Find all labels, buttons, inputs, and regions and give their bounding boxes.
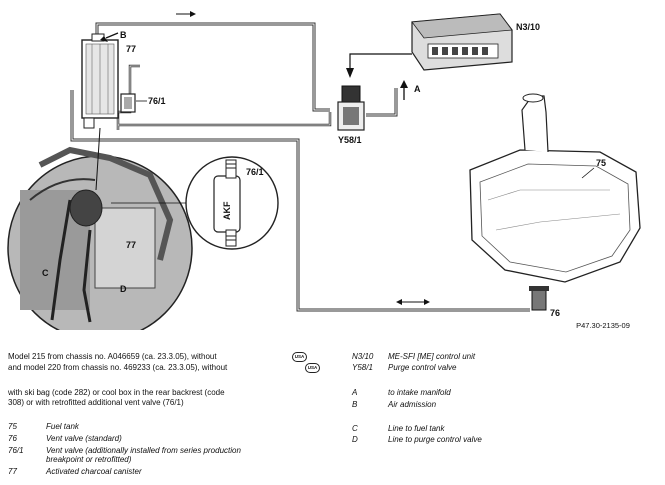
legend-text: Line to purge control valve xyxy=(388,435,482,444)
label-b-top: B xyxy=(120,30,127,40)
label-75: 75 xyxy=(596,158,606,168)
usa-badge-2: USA xyxy=(305,363,320,373)
vent-system-diagram: B 77 76/1 N3/10 Y58/1 A xyxy=(7,11,641,330)
legend-code: Y58/1 xyxy=(352,363,373,372)
legend-code: 77 xyxy=(8,467,17,476)
legend-code: D xyxy=(352,435,358,444)
charcoal-canister xyxy=(81,33,119,129)
inset-vehicle-interior xyxy=(7,146,193,330)
legend-text: Vent valve (additionally installed from … xyxy=(46,446,241,455)
fuel-tank xyxy=(469,93,641,283)
legend-code: B xyxy=(352,400,358,409)
label-d-inset: D xyxy=(120,284,127,294)
legend-text: Purge control valve xyxy=(388,363,457,372)
flow-arrow-top xyxy=(176,11,196,17)
label-a: A xyxy=(414,84,421,94)
label-77-top: 77 xyxy=(126,44,136,54)
legend-text: Fuel tank xyxy=(46,422,79,431)
label-761-detail: 76/1 xyxy=(246,167,264,177)
legend-code: 76/1 xyxy=(8,446,24,455)
note-line-3: with ski bag (code 282) or cool box in t… xyxy=(8,388,225,397)
legend-code: 76 xyxy=(8,434,17,443)
legend-text: Air admission xyxy=(388,400,437,409)
legend-text: Activated charcoal canister xyxy=(46,467,142,476)
usa-badge-1: USA xyxy=(292,352,307,362)
label-761-top: 76/1 xyxy=(148,96,166,106)
label-n310: N3/10 xyxy=(516,22,540,32)
legend-text: Vent valve (standard) xyxy=(46,434,122,443)
control-unit-n310 xyxy=(411,13,513,71)
label-y581: Y58/1 xyxy=(338,135,362,145)
label-77-inset: 77 xyxy=(126,240,136,250)
doc-number: P47.30-2135-09 xyxy=(576,321,630,330)
flow-arrow-bottom xyxy=(396,299,430,305)
legend-code: 75 xyxy=(8,422,17,431)
legend-text-continued: breakpoint or retrofitted) xyxy=(46,455,132,464)
purge-control-valve xyxy=(337,85,365,131)
note-line-1: Model 215 from chassis no. A046659 (ca. … xyxy=(8,352,217,361)
legend-text: ME-SFI [ME] control unit xyxy=(388,352,476,361)
vent-valve-76 xyxy=(529,286,549,311)
legend-text: to intake manifold xyxy=(388,388,451,397)
note-line-2: and model 220 from chassis no. 469233 (c… xyxy=(8,363,228,372)
label-akf: AKF xyxy=(222,201,232,220)
label-76: 76 xyxy=(550,308,560,318)
note-line-4: 308) or with retrofitted additional vent… xyxy=(8,398,184,407)
legend-code: A xyxy=(352,388,358,397)
legend-text: Line to fuel tank xyxy=(388,424,445,433)
air-admission-arrow xyxy=(100,32,119,42)
label-c-inset: C xyxy=(42,268,49,278)
intake-arrow xyxy=(400,80,408,100)
legend-code: N3/10 xyxy=(352,352,374,361)
vent-valve-761-small xyxy=(120,93,136,113)
legend-code: C xyxy=(352,424,358,433)
detail-vent-valve-761: AKF xyxy=(185,156,279,250)
